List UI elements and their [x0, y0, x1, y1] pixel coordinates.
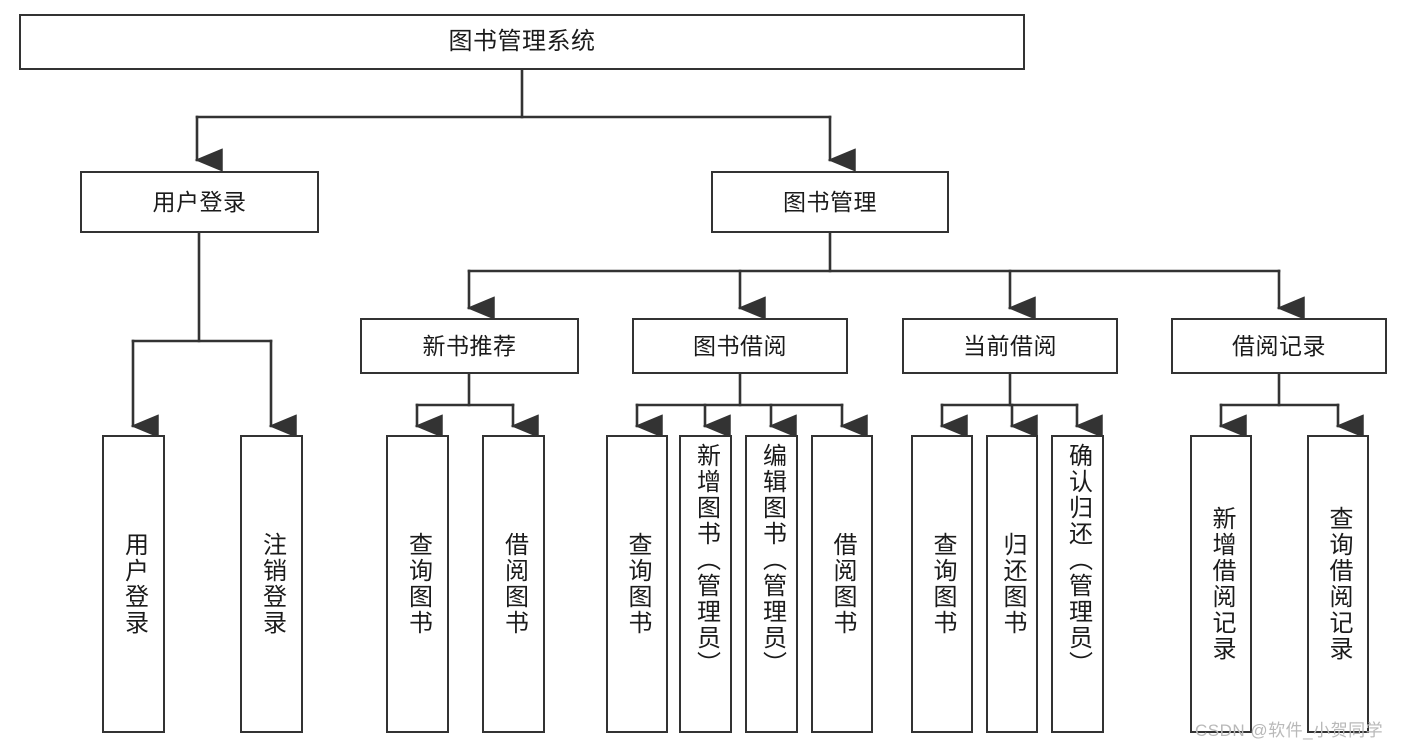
- node-level2-3-label: 借阅记录: [1232, 332, 1326, 359]
- node-leaf-7[interactable]: 借阅图书: [811, 435, 873, 733]
- node-root-system[interactable]: 图书管理系统: [19, 14, 1025, 70]
- node-level1-1[interactable]: 图书管理: [711, 171, 949, 233]
- node-level1-1-label: 图书管理: [783, 188, 877, 215]
- node-leaf-3-label: 借阅图书: [500, 532, 528, 636]
- node-leaf-6[interactable]: 编辑图书（管理员）: [745, 435, 798, 733]
- node-level2-0[interactable]: 新书推荐: [360, 318, 579, 374]
- node-leaf-12-label: 查询借阅记录: [1325, 506, 1352, 662]
- node-leaf-1[interactable]: 注销登录: [240, 435, 303, 733]
- node-leaf-3[interactable]: 借阅图书: [482, 435, 545, 733]
- node-root-system-label: 图书管理系统: [448, 28, 596, 56]
- node-level2-1[interactable]: 图书借阅: [632, 318, 848, 374]
- node-level1-0-label: 用户登录: [152, 188, 247, 215]
- node-leaf-4[interactable]: 查询图书: [606, 435, 668, 733]
- node-leaf-8-label: 查询图书: [929, 532, 956, 636]
- node-leaf-10[interactable]: 确认归还（管理员）: [1051, 435, 1104, 733]
- node-leaf-0[interactable]: 用户登录: [102, 435, 165, 733]
- node-leaf-9[interactable]: 归还图书: [986, 435, 1038, 733]
- node-leaf-4-label: 查询图书: [624, 532, 651, 636]
- node-level2-2-label: 当前借阅: [963, 332, 1057, 359]
- node-leaf-2-label: 查询图书: [404, 532, 432, 636]
- node-leaf-0-label: 用户登录: [120, 532, 148, 636]
- node-leaf-7-label: 借阅图书: [829, 532, 856, 636]
- node-level2-0-label: 新书推荐: [422, 332, 517, 359]
- node-leaf-10-label: 确认归还（管理员）: [1064, 443, 1092, 677]
- node-level2-2[interactable]: 当前借阅: [902, 318, 1118, 374]
- node-leaf-6-label: 编辑图书（管理员）: [758, 443, 786, 677]
- node-leaf-8[interactable]: 查询图书: [911, 435, 973, 733]
- node-leaf-5-label: 新增图书（管理员）: [692, 443, 720, 677]
- csdn-watermark: CSDN @软件_小贺同学: [1195, 721, 1384, 740]
- node-leaf-5[interactable]: 新增图书（管理员）: [679, 435, 732, 733]
- node-level2-1-label: 图书借阅: [693, 332, 787, 359]
- node-level2-3[interactable]: 借阅记录: [1171, 318, 1387, 374]
- node-leaf-12[interactable]: 查询借阅记录: [1307, 435, 1369, 733]
- node-leaf-1-label: 注销登录: [258, 532, 286, 636]
- node-level1-0[interactable]: 用户登录: [80, 171, 319, 233]
- node-leaf-2[interactable]: 查询图书: [386, 435, 449, 733]
- node-leaf-11-label: 新增借阅记录: [1208, 506, 1235, 662]
- node-leaf-11[interactable]: 新增借阅记录: [1190, 435, 1252, 733]
- node-leaf-9-label: 归还图书: [999, 532, 1026, 636]
